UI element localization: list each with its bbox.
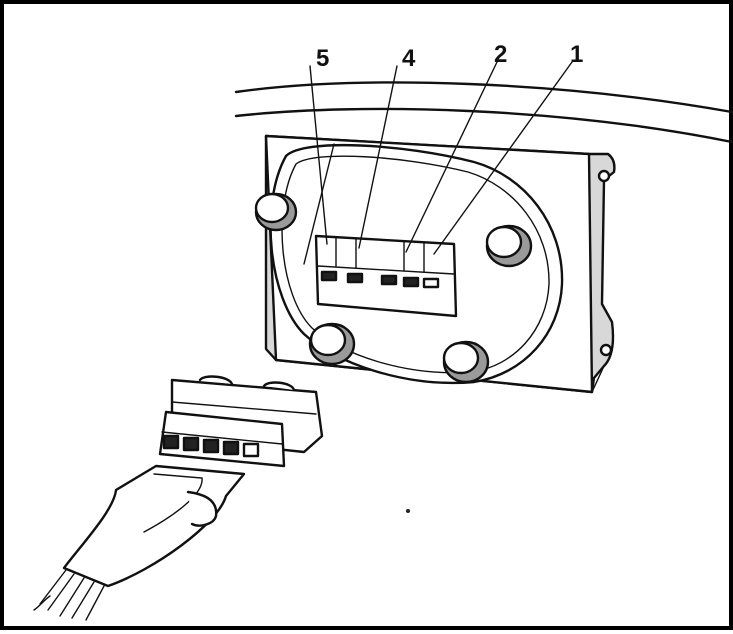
bolt-top-left (254, 192, 298, 232)
background-arcs (234, 81, 733, 144)
pin-label-4: 4 (402, 45, 416, 72)
pin-label-5: 5 (316, 45, 329, 72)
sensor-socket (314, 234, 458, 318)
wire-boot (62, 464, 246, 588)
bolt-bottom-left (308, 322, 356, 366)
leader-lines (309, 61, 573, 255)
connector-diagram: 5 4 2 1 (33, 41, 733, 621)
pin-label-2: 2 (494, 41, 507, 68)
speck (406, 509, 410, 513)
bolt-right (485, 224, 533, 268)
wires (33, 569, 105, 621)
pin-label-1: 1 (570, 41, 583, 68)
bolt-bottom-right (442, 340, 490, 384)
harness-plug (158, 375, 324, 468)
